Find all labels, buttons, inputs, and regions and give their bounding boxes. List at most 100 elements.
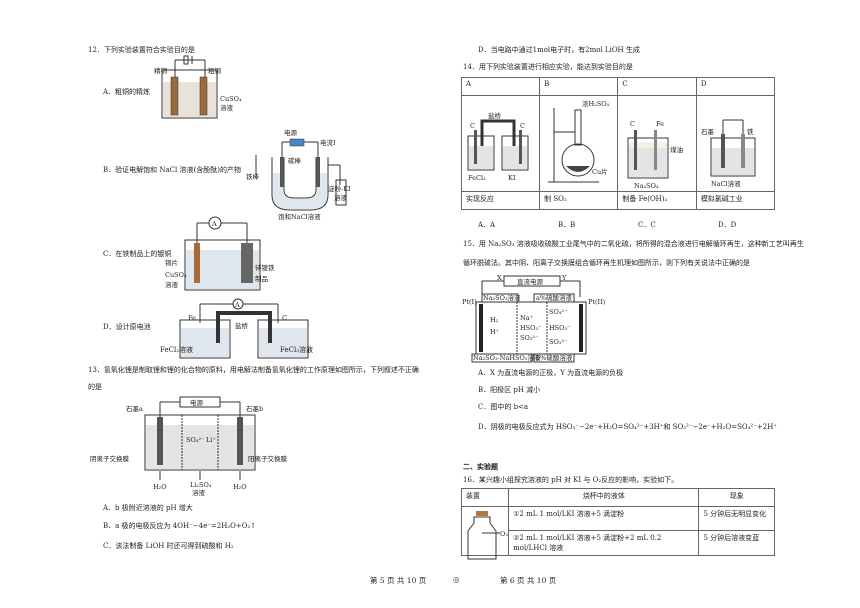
- fig14b-l1: 浓H₂SO₄: [582, 99, 610, 108]
- fig15-l4: Pt(I): [462, 298, 477, 306]
- fig15-l3: 直流电源: [517, 277, 544, 286]
- q14-head-a: A: [460, 77, 541, 96]
- fig12b-l2: 电流I: [320, 138, 336, 147]
- fig-12d: A Fe C 盐桥: [179, 298, 309, 359]
- fig14a-l2: C: [470, 122, 475, 130]
- fig15-l11: HSO₃⁻: [520, 324, 542, 332]
- q12-d: D．设计原电池: [103, 323, 151, 331]
- fig14a-l5: KI: [508, 174, 516, 182]
- fig15-l2: Y: [561, 274, 567, 282]
- footer-mid: ◎: [453, 575, 460, 584]
- fig12c-l5: 待镀铁: [255, 263, 275, 272]
- fig12d-l4: 盐桥: [235, 321, 249, 330]
- fig12a-l4: 溶液: [220, 103, 234, 112]
- fig13-l3: 石墨b: [246, 405, 263, 413]
- q15-a: A．X 为直流电源的正极，Y 为直流电源的负极: [478, 369, 624, 377]
- q15-d: D．阴极的电极反应式为 HSO₃⁻−2e⁻+H₂O=SO₄²⁻+3H⁺和 SO₃…: [478, 423, 778, 431]
- q16-row2-phen: 5 分钟后溶液变蓝: [698, 530, 775, 556]
- q16-row2-liquid: ②2 mL 1 mol/LKI 溶液+5 滴淀粉+2 mL 0.2 mol/LH…: [508, 530, 700, 556]
- fig13-l5: Li⁺: [206, 436, 216, 444]
- fig13-l4: SO₄²⁻: [186, 436, 204, 444]
- q16-row1-liquid: ①2 mL 1 mol/LKI 溶液+5 滴淀粉: [508, 506, 700, 531]
- q12-stem: 12．下列实验装置符合实验目的是: [88, 46, 195, 54]
- fig12a-l2: 粗铜: [208, 66, 222, 75]
- fig12b-l4: 铁棒: [246, 172, 260, 181]
- fig15-l13: SO₃²⁻: [520, 334, 538, 342]
- fig12d-l3: C: [282, 314, 287, 322]
- q14-fig-a-cell: 盐桥 C C FeCl₃ KI: [460, 95, 541, 192]
- fig12c-l3: CuSO₄: [165, 271, 187, 279]
- fig15-l8: H₂: [490, 316, 499, 324]
- fig13-l11: H₂O: [233, 483, 247, 491]
- fig-14a: 盐桥 C C FeCl₃ KI: [467, 111, 529, 182]
- fig14d-l1: 石墨: [701, 128, 715, 136]
- footer-left: 第 5 页 共 10 页: [370, 576, 427, 585]
- fig-12a: 精铜 粗铜 CuSO₄ 溶液: [154, 55, 242, 119]
- fig-14b: 浓H₂SO₄ Cu片: [548, 99, 610, 183]
- fig15-l12: HSO₃⁻: [549, 324, 571, 332]
- fig-14d: 石墨 铁 NaCl溶液: [701, 119, 756, 188]
- q16-row1-phen: 5 分钟后无明显变化: [698, 506, 775, 531]
- fig15-l9: H⁺: [490, 328, 499, 336]
- q14-cap-b: 制 SO₂: [539, 191, 619, 210]
- fig15-l14: SO₄²⁻: [549, 308, 567, 316]
- fig15-l17: b%硫酸溶液: [536, 353, 573, 362]
- footer-right: 第 6 页 共 10 页: [500, 576, 557, 585]
- q14-ans-a: A．A: [478, 221, 496, 229]
- q16-head-device: 装置: [460, 488, 510, 507]
- q16-table: 装置 烧杯中的液体 现象 O₂ ①2 mL 1 mol/LKI 溶液+5 滴淀粉…: [460, 488, 775, 560]
- fig15-l10: Na⁺: [520, 314, 533, 322]
- fig-15: 直流电源 X Y Pt(I) Pt(II) Na₂SO₃溶液 a%硫酸溶液 H₂…: [462, 274, 606, 363]
- fig12a-l3: CuSO₄: [220, 95, 242, 103]
- fig15-l1: X: [497, 274, 502, 282]
- fig13-l9: Li₂SO₄: [190, 481, 212, 489]
- q16-head-liquid: 烧杯中的液体: [508, 488, 700, 507]
- fig14a-l3: C: [520, 122, 525, 130]
- q15-stem2: 循环脱硫法。其中阴、阳离子交换膜组合循环再生机理如图所示，则下列有关说法中正确的…: [463, 259, 750, 267]
- q14-fig-c-cell: C Fe 煤油 Na₂SO₄: [617, 95, 697, 192]
- q13-c: C．该法制备 LiOH 时还可得到硫酸和 H₂: [103, 542, 234, 550]
- q15-b: B．阳极区 pH 减小: [478, 386, 541, 394]
- fig13-l1: 电源: [190, 398, 204, 407]
- fig14c-l4: Na₂SO₄: [634, 182, 659, 190]
- q16-head-phen: 现象: [698, 488, 775, 507]
- fig12c-l4: 溶液: [165, 280, 179, 289]
- fig12c-l1: A: [211, 220, 217, 228]
- q14-fig-d-cell: 石墨 铁 NaCl溶液: [695, 95, 776, 192]
- q12-b: B．验证电解饱和 NaCl 溶液(含酚酞)的产物: [103, 166, 241, 174]
- fig15-l6: Na₂SO₃溶液: [483, 293, 521, 302]
- q14-stem: 14．用下列实验装置进行相应实验，能达到实验目的是: [463, 63, 633, 71]
- q14-ans-b: B．B: [558, 221, 576, 229]
- q14-cap-a: 实现反应: [460, 191, 541, 210]
- fig12b-l1: 电源: [284, 128, 298, 137]
- q15-stem1: 15．用 Na₂SO₃ 溶液吸收硫酸工业尾气中的二氧化硫，将所得的混合液进行电解…: [463, 240, 804, 248]
- q13-stem1: 13．氢氧化锂是制取锂和锂的化合物的原料，用电解法制备氢氧化锂的工作原理如图所示…: [88, 366, 419, 374]
- fig12d-l2: Fe: [188, 314, 196, 322]
- q14-head-d: D: [695, 77, 776, 96]
- fig-14c: C Fe 煤油 Na₂SO₄: [627, 120, 683, 190]
- fig16-o2: O₂: [500, 530, 508, 538]
- fig12b-l3: 碳棒: [288, 156, 302, 165]
- fig15-l16: Na₂SO₃-NaHSO₃溶液: [473, 353, 541, 362]
- fig14c-l1: C: [630, 120, 635, 128]
- q16-stem: 16．某兴趣小组探究溶液的 pH 对 KI 与 O₂反应的影响，实验如下。: [463, 476, 679, 484]
- fig12a-l1: 精铜: [154, 66, 168, 75]
- q14-table: A B C D 盐桥 C C FeCl₃ KI: [460, 77, 776, 210]
- fig12b-l7: 饱和NaCl溶液: [278, 212, 321, 221]
- fig15-l15: SO₃²⁻: [549, 338, 567, 346]
- fig12d-l6: FeCl₃溶液: [280, 346, 314, 354]
- fig14a-l4: FeCl₃: [468, 174, 486, 182]
- q14-fig-b-cell: 浓H₂SO₄ Cu片: [539, 95, 619, 192]
- fig-12b: 电源 电流I 碳棒 铁棒 淀粉-KI 溶液 饱和NaCl溶液: [246, 128, 351, 221]
- fig-16: O₂: [467, 511, 508, 560]
- q14-ans-c: C．C: [638, 221, 656, 229]
- fig15-l5: Pt(II): [588, 298, 606, 306]
- fig12b-l5: 淀粉-KI: [328, 184, 351, 193]
- fig14d-l2: 铁: [747, 127, 754, 136]
- q14-ans-d: D．D: [718, 221, 737, 229]
- q13-b: B．a 极的电极反应为 4OH⁻−4e⁻=2H₂O+O₂↑: [103, 522, 257, 530]
- fig14c-l3: 煤油: [670, 145, 683, 154]
- fig12c-l2: 铜片: [165, 258, 178, 267]
- fig13-l8: H₂O: [153, 483, 167, 491]
- fig13-l6: 阴离子交换膜: [90, 454, 130, 463]
